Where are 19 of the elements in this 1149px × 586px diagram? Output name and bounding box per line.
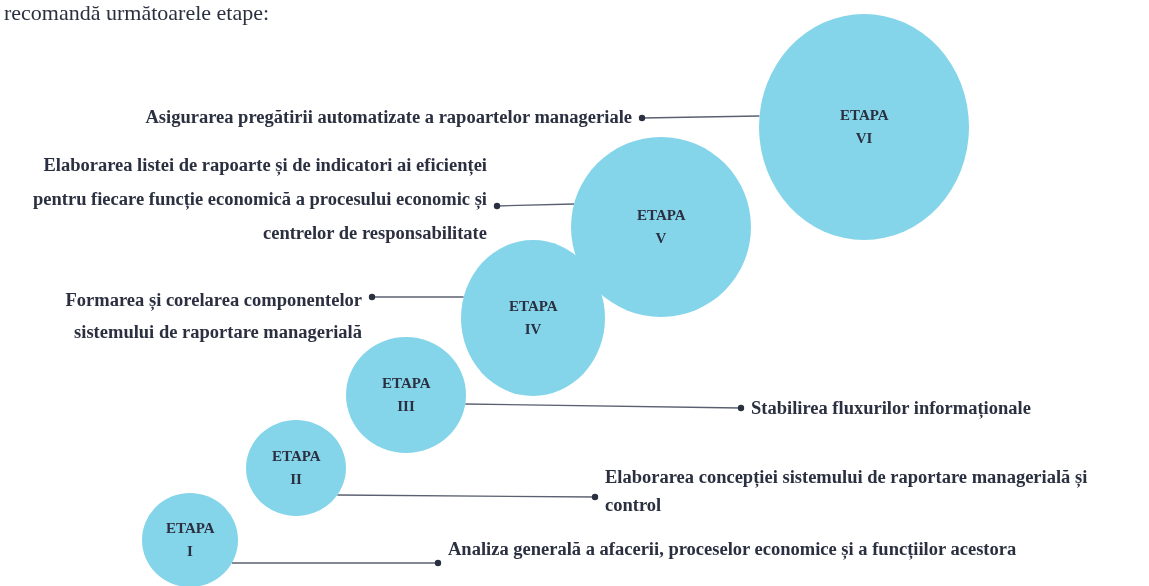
leader-line xyxy=(493,202,575,210)
stage-label: ETAPA V xyxy=(637,206,685,248)
step-description: Stabilirea fluxurilor informaționale xyxy=(741,395,1141,421)
leader-line xyxy=(638,114,761,122)
step-description: Analiza generală a afacerii, proceselor economice și a funcțiilor acestora xyxy=(438,536,1148,562)
step-description: Elaborarea concepției sistemului de raportare managerială și control xyxy=(595,463,1145,519)
stage-label: ETAPA III xyxy=(382,374,430,416)
intro-text: recomandă următoarele etape: xyxy=(4,0,270,26)
stage-label: ETAPA VI xyxy=(840,106,888,148)
stage-label: ETAPA IV xyxy=(509,297,557,339)
leader-line xyxy=(231,559,442,567)
step-description: Asigurarea pregătirii automatizate a rapoartelor manageriale xyxy=(30,104,642,130)
stage-label: ETAPA I xyxy=(166,519,214,561)
step-description: Elaborarea listei de rapoarte și de indicatori ai eficienței pentru fiecare funcție economică a procesului economic și centrelor de responsabilitate xyxy=(0,148,497,250)
stage-label: ETAPA II xyxy=(272,447,320,489)
leader-line xyxy=(336,493,599,501)
step-description: Formarea și corelarea componentelor sistemului de raportare managerială xyxy=(0,284,372,348)
leader-line xyxy=(368,293,465,301)
leader-line xyxy=(464,403,745,412)
